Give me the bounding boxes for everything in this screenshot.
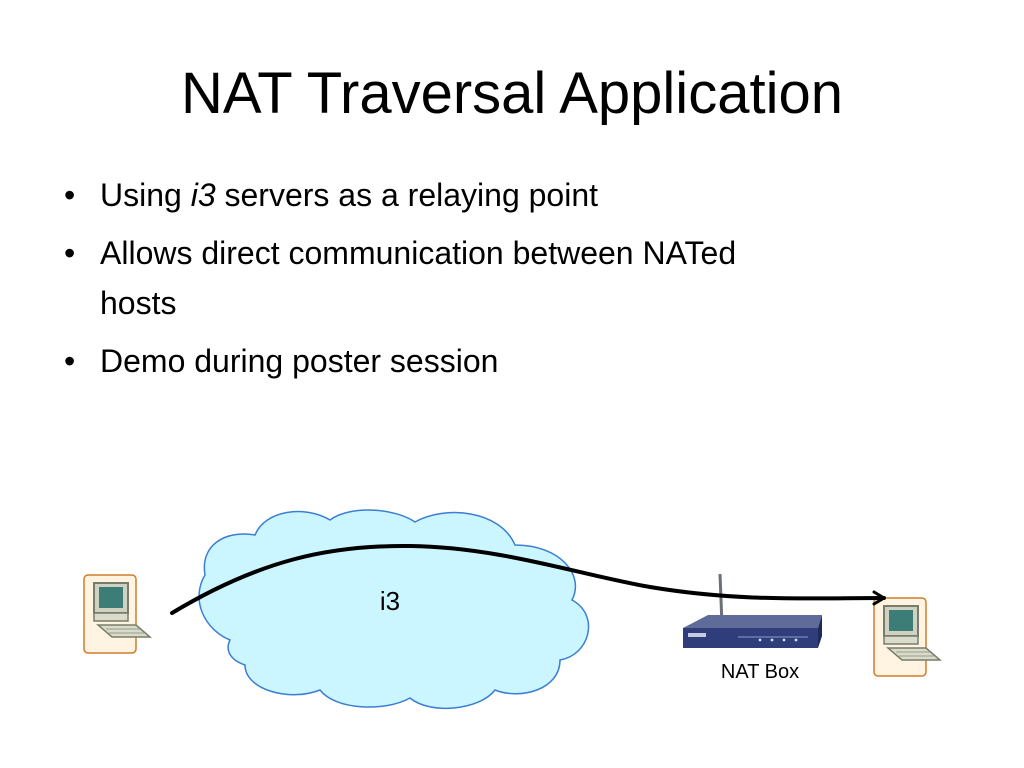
- computer-icon-left: [83, 574, 153, 654]
- bullet-item-3: Demo during poster session: [58, 336, 958, 386]
- bullet-1-italic: i3: [190, 177, 216, 213]
- cloud-label: i3: [380, 586, 400, 616]
- bullet-3-text: Demo during poster session: [100, 343, 499, 379]
- bullet-list: Using i3 servers as a relaying point All…: [58, 170, 958, 394]
- bullet-1-text-before: Using: [100, 177, 191, 213]
- bullet-item-2: Allows direct communication between NATe…: [58, 228, 958, 328]
- router-icon: [683, 573, 822, 648]
- slide-title: NAT Traversal Application: [181, 61, 843, 126]
- nat-box-label: NAT Box: [721, 661, 799, 683]
- bullet-2-line-1: Allows direct communication between NATe…: [100, 235, 737, 271]
- bullet-1-text-after: servers as a relaying point: [215, 177, 599, 213]
- bullet-item-1: Using i3 servers as a relaying point: [58, 170, 958, 220]
- bullet-2-line-2: hosts: [100, 285, 177, 321]
- computer-icon-right: [873, 597, 943, 677]
- relay-arrow: [170, 543, 886, 615]
